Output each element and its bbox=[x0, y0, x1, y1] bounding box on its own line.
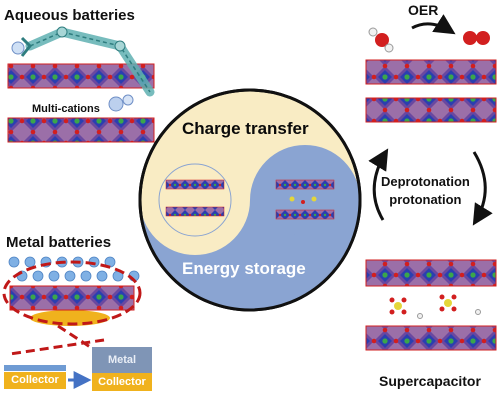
sulfate-ion bbox=[439, 294, 457, 312]
highlight-ellipse bbox=[2, 260, 142, 326]
title-oer: OER bbox=[408, 2, 439, 18]
cation-sphere bbox=[108, 96, 124, 112]
cation-sphere bbox=[122, 94, 134, 106]
proton bbox=[475, 309, 481, 315]
inset-right-layer bbox=[275, 209, 335, 220]
layer-sc-top bbox=[365, 259, 497, 287]
inset-right-ions bbox=[289, 196, 317, 204]
sulfate-ion bbox=[389, 297, 407, 315]
oer-scene bbox=[365, 14, 497, 123]
label-multi-cations: Multi-cations bbox=[30, 103, 102, 115]
inset-left-layer bbox=[165, 179, 225, 190]
metal-box: Metal bbox=[92, 347, 152, 373]
zoom-dashed-line bbox=[9, 338, 105, 356]
collector-box-left: Collector bbox=[4, 372, 66, 389]
protonation-cycle-arrows bbox=[368, 148, 493, 226]
oxygen-molecule-icon bbox=[463, 31, 490, 45]
inset-left bbox=[158, 163, 232, 237]
label-protonation: protonation bbox=[389, 192, 462, 207]
proton bbox=[417, 313, 423, 319]
layer-aq-bottom bbox=[7, 117, 155, 143]
label-energy-storage: Energy storage bbox=[182, 259, 306, 278]
label-charge-transfer: Charge transfer bbox=[182, 119, 309, 138]
inset-right bbox=[269, 164, 341, 236]
title-supercapacitor: Supercapacitor bbox=[379, 373, 481, 389]
robotic-arm-icon bbox=[11, 26, 155, 97]
yin-yang-center bbox=[138, 88, 362, 312]
layer-sc-bottom bbox=[365, 325, 497, 351]
title-aqueous-batteries: Aqueous batteries bbox=[4, 7, 135, 24]
layer-oer-bottom bbox=[365, 97, 497, 123]
aqueous-battery-scene bbox=[7, 26, 155, 143]
supercapacitor-scene bbox=[365, 259, 497, 351]
label-deprotonation: Deprotonation bbox=[381, 174, 470, 189]
collector-layer-strip bbox=[4, 365, 66, 371]
yin-yang-outline bbox=[138, 88, 362, 312]
title-metal-batteries: Metal batteries bbox=[6, 234, 112, 251]
layer-oer-top bbox=[365, 59, 497, 85]
water-molecule-icon bbox=[368, 27, 394, 53]
inset-left-layer bbox=[165, 206, 225, 217]
collector-box-right: Collector bbox=[92, 373, 152, 391]
inset-right-layer bbox=[275, 179, 335, 190]
label-deprotonation-protonation: Deprotonation protonation bbox=[381, 173, 470, 209]
oer-arrow bbox=[411, 14, 456, 35]
metal-ion-spheres bbox=[8, 256, 140, 282]
layer-mb bbox=[9, 285, 135, 311]
